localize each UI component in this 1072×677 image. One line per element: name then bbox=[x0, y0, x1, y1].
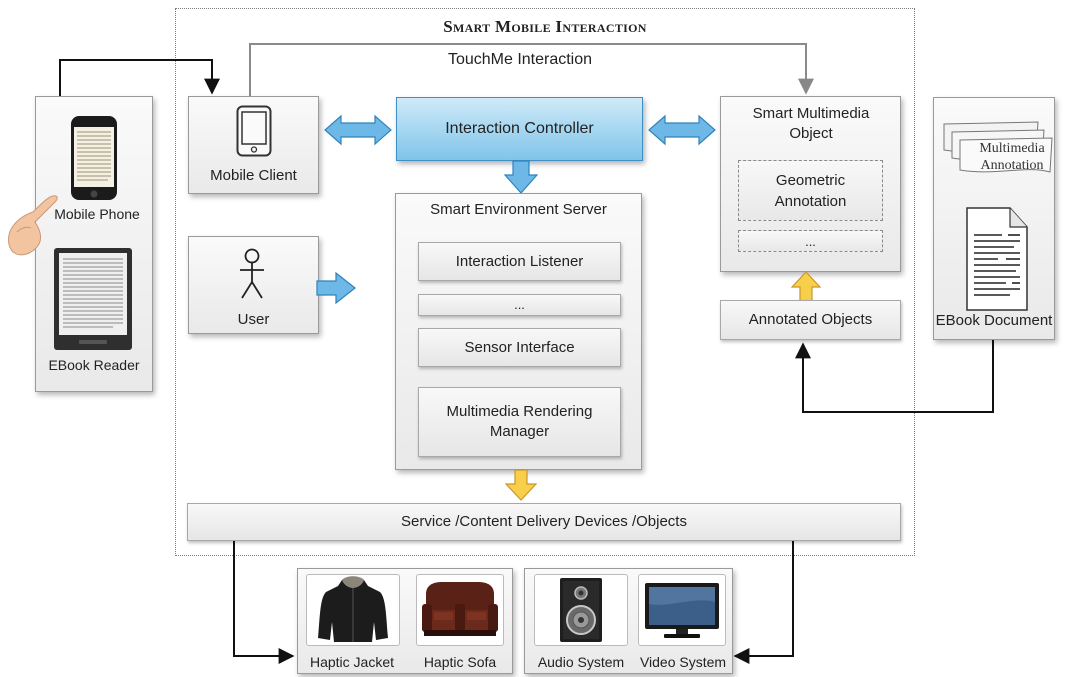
multimedia-rendering-manager-box: Multimedia Rendering Manager bbox=[418, 387, 621, 457]
ebook-document-label: EBook Document bbox=[935, 312, 1053, 329]
document-icon bbox=[966, 207, 1028, 311]
down-arrow-yellow-icon bbox=[505, 469, 537, 501]
smo-ellipsis-label: ... bbox=[805, 233, 816, 249]
stacked-sheets-icon bbox=[943, 121, 1053, 173]
interaction-controller-label: Interaction Controller bbox=[445, 120, 594, 137]
right-arrow-blue-icon bbox=[316, 272, 356, 304]
content-delivery-bar: Service /Content Delivery Devices /Objec… bbox=[187, 503, 901, 541]
up-arrow-yellow-icon bbox=[791, 271, 821, 303]
smartphone-icon bbox=[71, 116, 117, 200]
mobile-client-label: Mobile Client bbox=[210, 167, 297, 184]
interaction-listener-box: Interaction Listener bbox=[418, 242, 621, 281]
smo-title: Smart Multimedia Object bbox=[752, 105, 870, 142]
double-arrow-left-icon bbox=[324, 114, 392, 146]
user-label: User bbox=[237, 311, 270, 328]
sensor-interface-box: Sensor Interface bbox=[418, 328, 621, 367]
smo-ellipsis-box: ... bbox=[738, 230, 883, 252]
video-system-label: Video System bbox=[639, 654, 727, 670]
server-ellipsis-box: ... bbox=[418, 294, 621, 316]
multimedia-annotation-label: Multimedia Annotation bbox=[979, 141, 1045, 173]
haptic-sofa-label: Haptic Sofa bbox=[423, 654, 497, 670]
stick-figure-icon bbox=[240, 248, 264, 299]
interaction-listener-label: Interaction Listener bbox=[455, 252, 584, 270]
annotated-objects-label: Annotated Objects bbox=[748, 311, 873, 328]
sofa-image bbox=[422, 582, 498, 636]
tablet-icon bbox=[236, 105, 272, 157]
smart-mobile-interaction-frame bbox=[175, 8, 915, 556]
server-ellipsis-label: ... bbox=[514, 297, 525, 312]
geometric-annotation-label: Geometric Annotation bbox=[774, 171, 847, 210]
server-title: Smart Environment Server bbox=[430, 201, 607, 218]
diagram-title: Smart Mobile Interaction bbox=[443, 17, 647, 36]
annotated-objects-box: Annotated Objects bbox=[720, 300, 901, 340]
ebook-reader-icon bbox=[54, 248, 132, 350]
user-box bbox=[188, 236, 319, 334]
content-delivery-label: Service /Content Delivery Devices /Objec… bbox=[401, 513, 687, 530]
jacket-image bbox=[318, 576, 388, 642]
double-arrow-right-icon bbox=[648, 114, 716, 146]
mobile-phone-label: Mobile Phone bbox=[54, 206, 140, 222]
sensor-interface-label: Sensor Interface bbox=[464, 338, 575, 356]
hand-icon bbox=[8, 195, 58, 256]
geometric-annotation-box: Geometric Annotation bbox=[738, 160, 883, 221]
haptic-jacket-label: Haptic Jacket bbox=[309, 654, 395, 670]
tv-image bbox=[645, 583, 719, 638]
ebook-reader-label: EBook Reader bbox=[48, 357, 140, 373]
speaker-image bbox=[560, 578, 602, 642]
touchme-label: TouchMe Interaction bbox=[447, 51, 593, 68]
multimedia-rendering-manager-label: Multimedia Rendering Manager bbox=[446, 403, 593, 440]
down-arrow-blue-icon bbox=[504, 160, 538, 194]
interaction-controller: Interaction Controller bbox=[396, 97, 643, 161]
audio-system-label: Audio System bbox=[537, 654, 625, 670]
